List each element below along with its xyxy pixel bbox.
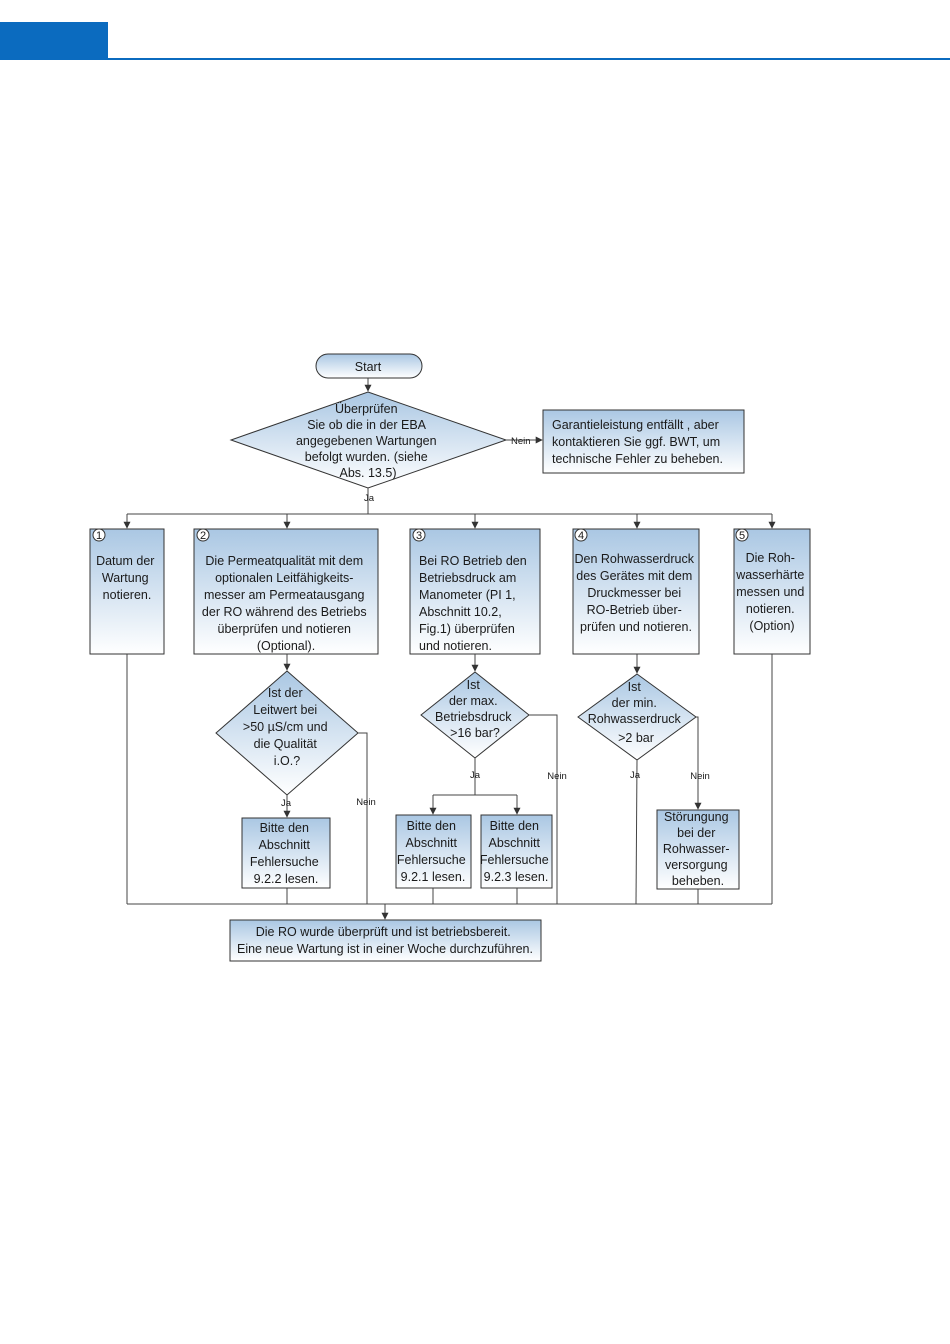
- result-9-2-3-box: [480, 814, 553, 889]
- header-rule: [108, 58, 950, 60]
- result-raw-water-box: [656, 809, 740, 890]
- warranty-box: [542, 409, 745, 474]
- decision-maintenance-text: Überprüfen Sie ob die in der EBA angegeb…: [296, 402, 440, 480]
- step-4-number: 4: [578, 530, 584, 542]
- final-text: Die RO wurde überprüft und ist betriebsb…: [237, 925, 533, 956]
- start-label: Start: [355, 360, 382, 374]
- step-3-number-circle: [412, 528, 426, 542]
- step-2-number: 2: [200, 530, 206, 542]
- decision-maintenance-yes-label: Ja: [364, 493, 375, 504]
- raw-water-pressure-no-label: Nein: [690, 771, 710, 782]
- step-numbers: 1 2 3 4 5: [92, 528, 749, 542]
- step-4-number-circle: [574, 528, 588, 542]
- result-raw-water-text: Störungung bei der Rohwasser- versorgung…: [663, 810, 733, 888]
- result-9-2-1-text: Bitte den Abschnitt Fehlersuche 9.2.1 le…: [397, 819, 469, 884]
- step-3-box: [409, 528, 541, 655]
- step-2-box: [193, 528, 379, 655]
- step-2-text: Die Permeatqualität mit dem optionalen L…: [202, 554, 370, 653]
- operating-pressure-no-label: Nein: [547, 771, 567, 782]
- warranty-text: Garantieleistung entfällt , aber kontakt…: [552, 418, 724, 466]
- header-accent-block: [0, 22, 108, 60]
- step-5-box: [733, 528, 811, 655]
- decision-conductivity-text: Ist der Leitwert bei >50 µS/cm und die Q…: [243, 686, 331, 768]
- final-box: [229, 919, 542, 962]
- step-1-box: [89, 528, 165, 655]
- step-3-text: Bei RO Betrieb den Betriebsdruck am Mano…: [419, 554, 530, 653]
- step-2-number-circle: [196, 528, 210, 542]
- step-1-number-circle: [92, 528, 106, 542]
- conductivity-yes-label: Ja: [281, 798, 292, 809]
- connectors: [123, 378, 776, 920]
- step-4-text: Den Rohwasserdruck des Gerätes mit dem D…: [575, 552, 698, 634]
- result-9-2-2-text: Bitte den Abschnitt Fehlersuche 9.2.2 le…: [250, 821, 322, 886]
- raw-water-pressure-yes-label: Ja: [630, 770, 641, 781]
- result-9-2-2-box: [241, 817, 331, 889]
- operating-pressure-yes-label: Ja: [470, 770, 481, 781]
- step-5-number: 5: [739, 530, 745, 542]
- step-1-text: Datum der Wartung notieren.: [96, 554, 158, 602]
- decision-operating-pressure-text: Ist der max. Betriebsdruck >16 bar?: [435, 678, 515, 740]
- start-node: [315, 353, 423, 379]
- step-5-text: Die Roh- wasserhärte messen und notieren…: [735, 551, 808, 633]
- step-3-number: 3: [416, 530, 422, 542]
- step-4-box: [572, 528, 700, 655]
- result-9-2-1-box: [395, 814, 472, 889]
- decision-maintenance-no-label: Nein: [511, 436, 531, 447]
- step-1-number: 1: [96, 530, 102, 542]
- conductivity-no-label: Nein: [356, 797, 376, 808]
- step-5-number-circle: [735, 528, 749, 542]
- decision-raw-water-pressure-text: Ist der min. Rohwasserdruck >2 bar: [588, 680, 685, 745]
- result-9-2-3-text: Bitte den Abschnitt Fehlersuche 9.2.3 le…: [480, 819, 552, 884]
